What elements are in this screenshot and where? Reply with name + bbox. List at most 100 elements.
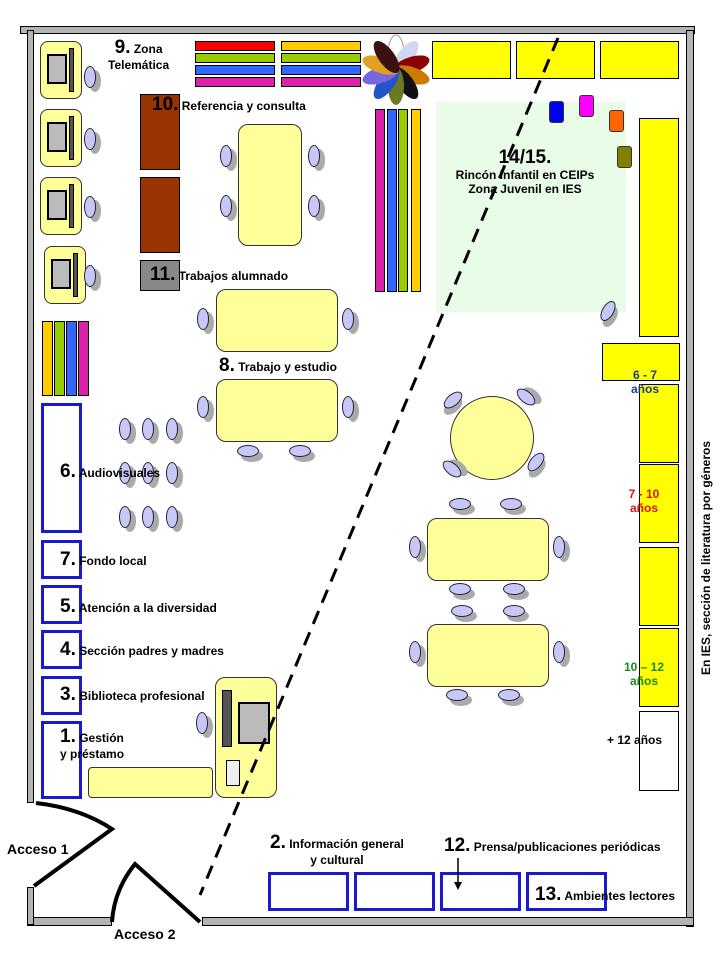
- zone-9-label: 9. Zona Telemática: [108, 37, 170, 72]
- computer-desk: [40, 41, 82, 99]
- wall-bottom-left: [27, 917, 112, 926]
- chair: [409, 641, 421, 663]
- age-label-12-plus: + 12 años: [607, 733, 663, 747]
- access-1-label: Acceso 1: [7, 841, 69, 857]
- chair: [289, 445, 311, 457]
- chair: [237, 445, 259, 457]
- shelf-age-12-plus: [639, 711, 679, 791]
- chair: [449, 498, 471, 510]
- scanner-icon: [226, 760, 240, 786]
- shelf-bar-magenta: [195, 77, 275, 87]
- reference-table: [238, 124, 302, 246]
- shelf-right: [639, 118, 679, 337]
- chair: [166, 462, 178, 484]
- chair: [84, 66, 96, 88]
- chair: [197, 396, 209, 418]
- chair: [84, 128, 96, 150]
- shelf-bar-orange: [42, 321, 53, 396]
- door-2-icon: [110, 861, 202, 924]
- chair: [308, 145, 320, 167]
- chair: [196, 712, 208, 734]
- zone-5-label: 5. Atención a la diversidad: [60, 596, 217, 617]
- zone-4-label: 4. Sección padres y madres: [60, 639, 224, 660]
- shelf-diversity: [41, 585, 82, 624]
- reading-table: [427, 518, 549, 581]
- chair: [446, 689, 468, 701]
- shelf-bar-magenta: [375, 109, 385, 292]
- chair: [84, 265, 96, 287]
- chair: [84, 196, 96, 218]
- wall-top: [20, 26, 695, 34]
- shelf-bar-blue: [66, 321, 77, 396]
- shelf-age-10-12: [639, 628, 679, 707]
- study-table: [216, 379, 338, 442]
- shelf-press: [440, 872, 521, 911]
- side-note: En IES, sección de literatura por género…: [699, 440, 714, 676]
- shelf-bar-green: [54, 321, 65, 396]
- chair: [142, 462, 154, 484]
- chair: [503, 583, 525, 595]
- shelf-right: [602, 343, 680, 381]
- shelf-management: [41, 721, 82, 799]
- chair: [342, 396, 354, 418]
- zone-7-label: 7. Fondo local: [60, 549, 147, 570]
- chair: [451, 605, 473, 617]
- wall-right: [686, 30, 694, 927]
- shelf-professional: [41, 676, 82, 715]
- shelf-bar-green: [195, 53, 275, 63]
- shelf-bar-green: [281, 53, 361, 63]
- chair: [142, 418, 154, 440]
- zone-11-label: 11. Trabajos alumnado: [150, 264, 289, 285]
- kids-furniture-magenta: [579, 95, 594, 117]
- wall-left-lower: [27, 887, 34, 925]
- reference-shelf: [140, 94, 180, 170]
- zone-10-label: 10. Referencia y consulta: [152, 94, 306, 115]
- shelf-parents: [41, 630, 82, 669]
- shelf-bar-orange: [281, 41, 361, 51]
- chair: [119, 418, 131, 440]
- zone-12-label: 12. Prensa/publicaciones periódicas: [444, 835, 661, 856]
- chair: [166, 506, 178, 528]
- shelf-top: [600, 41, 679, 79]
- shelf-bar-blue: [195, 65, 275, 75]
- shelf-info-general: [354, 872, 435, 911]
- zone-1415-label: 14/15. Rincón Infantil en CEIPs Zona Juv…: [455, 147, 595, 196]
- shelf-bar-blue: [387, 109, 397, 292]
- chair: [197, 308, 209, 330]
- zone-8-label: 8. Trabajo y estudio: [219, 355, 337, 376]
- chair: [553, 536, 565, 558]
- chair: [342, 308, 354, 330]
- access-2-label: Acceso 2: [114, 926, 176, 942]
- shelf-bar-green: [398, 109, 408, 292]
- zone-2-label: 2. Información general y cultural: [270, 832, 404, 867]
- kids-furniture-olive: [617, 146, 632, 168]
- kids-furniture-orange: [609, 110, 624, 132]
- chair: [308, 195, 320, 217]
- chair: [220, 145, 232, 167]
- chair: [498, 689, 520, 701]
- reading-table: [427, 624, 549, 687]
- chair: [142, 506, 154, 528]
- chair: [449, 583, 471, 595]
- study-table: [216, 289, 338, 352]
- chair: [553, 641, 565, 663]
- computer-desk: [44, 246, 86, 304]
- student-work-shelf: [140, 260, 180, 291]
- kids-furniture-blue: [549, 101, 564, 123]
- chair: [409, 536, 421, 558]
- chair: [503, 605, 525, 617]
- computer-desk: [40, 109, 82, 167]
- chair: [220, 195, 232, 217]
- round-table: [450, 396, 534, 480]
- zone-13-label: 13. Ambientes lectores: [535, 884, 676, 905]
- zone-1-label: 1. Gestión y préstamo: [60, 726, 125, 761]
- zone-6-label: 6. Audiovisuales: [60, 461, 161, 482]
- chair: [119, 506, 131, 528]
- shelf-bar-red: [195, 41, 275, 51]
- computer-desk: [40, 177, 82, 235]
- shelf-bar-blue: [281, 65, 361, 75]
- shelf-age-7-10: [639, 464, 679, 543]
